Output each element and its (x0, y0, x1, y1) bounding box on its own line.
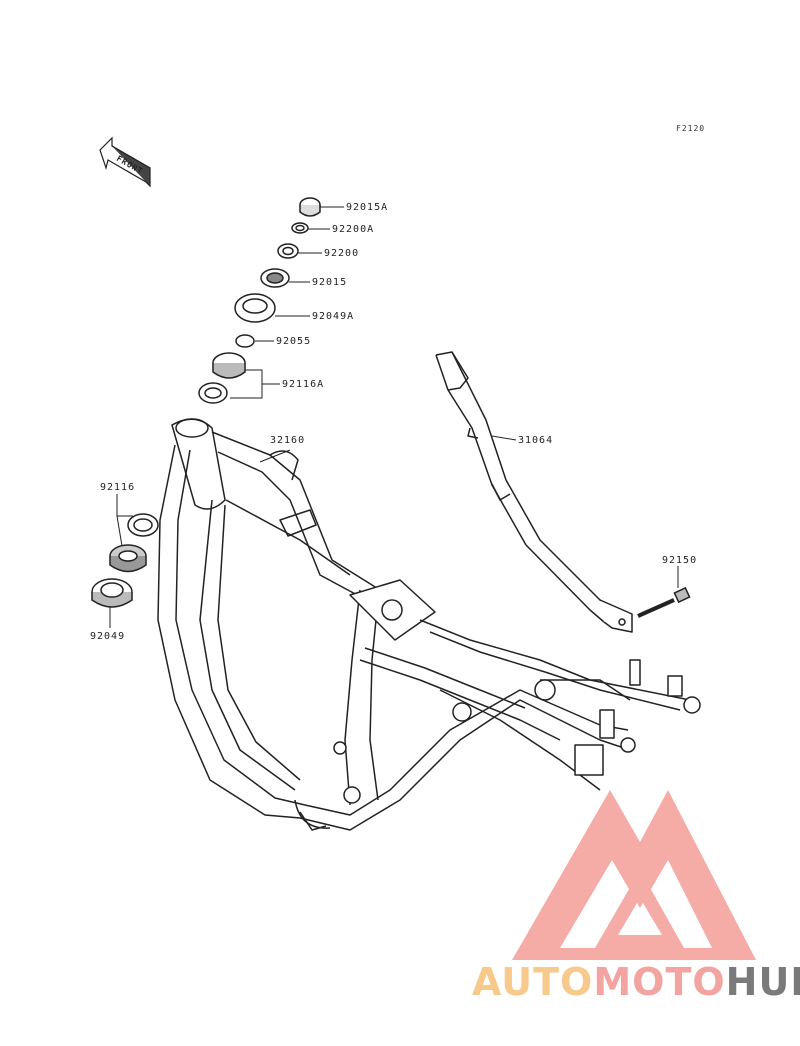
lower-bearing-parts (91, 513, 159, 608)
leader-lines (109, 206, 679, 628)
part-label-92049: 92049 (90, 631, 125, 642)
main-frame (157, 418, 701, 831)
bolt-part (637, 586, 691, 618)
part-label-92116a: 92116A (282, 379, 324, 390)
part-label-92015: 92015 (312, 277, 347, 288)
part-label-92200: 92200 (324, 248, 359, 259)
part-label-92055: 92055 (276, 336, 311, 347)
steering-head-parts (198, 197, 321, 404)
part-label-92150: 92150 (662, 555, 697, 566)
figure-code: F2120 (676, 124, 705, 133)
part-label-92015a: 92015A (346, 202, 388, 213)
watermark-brand: AUTOMOTOHUB (472, 960, 800, 1004)
part-label-92116: 92116 (100, 482, 135, 493)
watermark-logo (512, 790, 756, 960)
part-label-92200a: 92200A (332, 224, 374, 235)
watermark-text-hub: HUB (725, 960, 800, 1004)
watermark-text-auto: AUTO (472, 960, 594, 1004)
front-arrow-icon (99, 136, 151, 188)
rear-frame-part (435, 351, 633, 633)
part-label-31064: 31064 (518, 435, 553, 446)
watermark-text-moto: MOTO (593, 960, 726, 1004)
part-label-92049a: 92049A (312, 311, 354, 322)
part-label-32160: 32160 (270, 435, 305, 446)
